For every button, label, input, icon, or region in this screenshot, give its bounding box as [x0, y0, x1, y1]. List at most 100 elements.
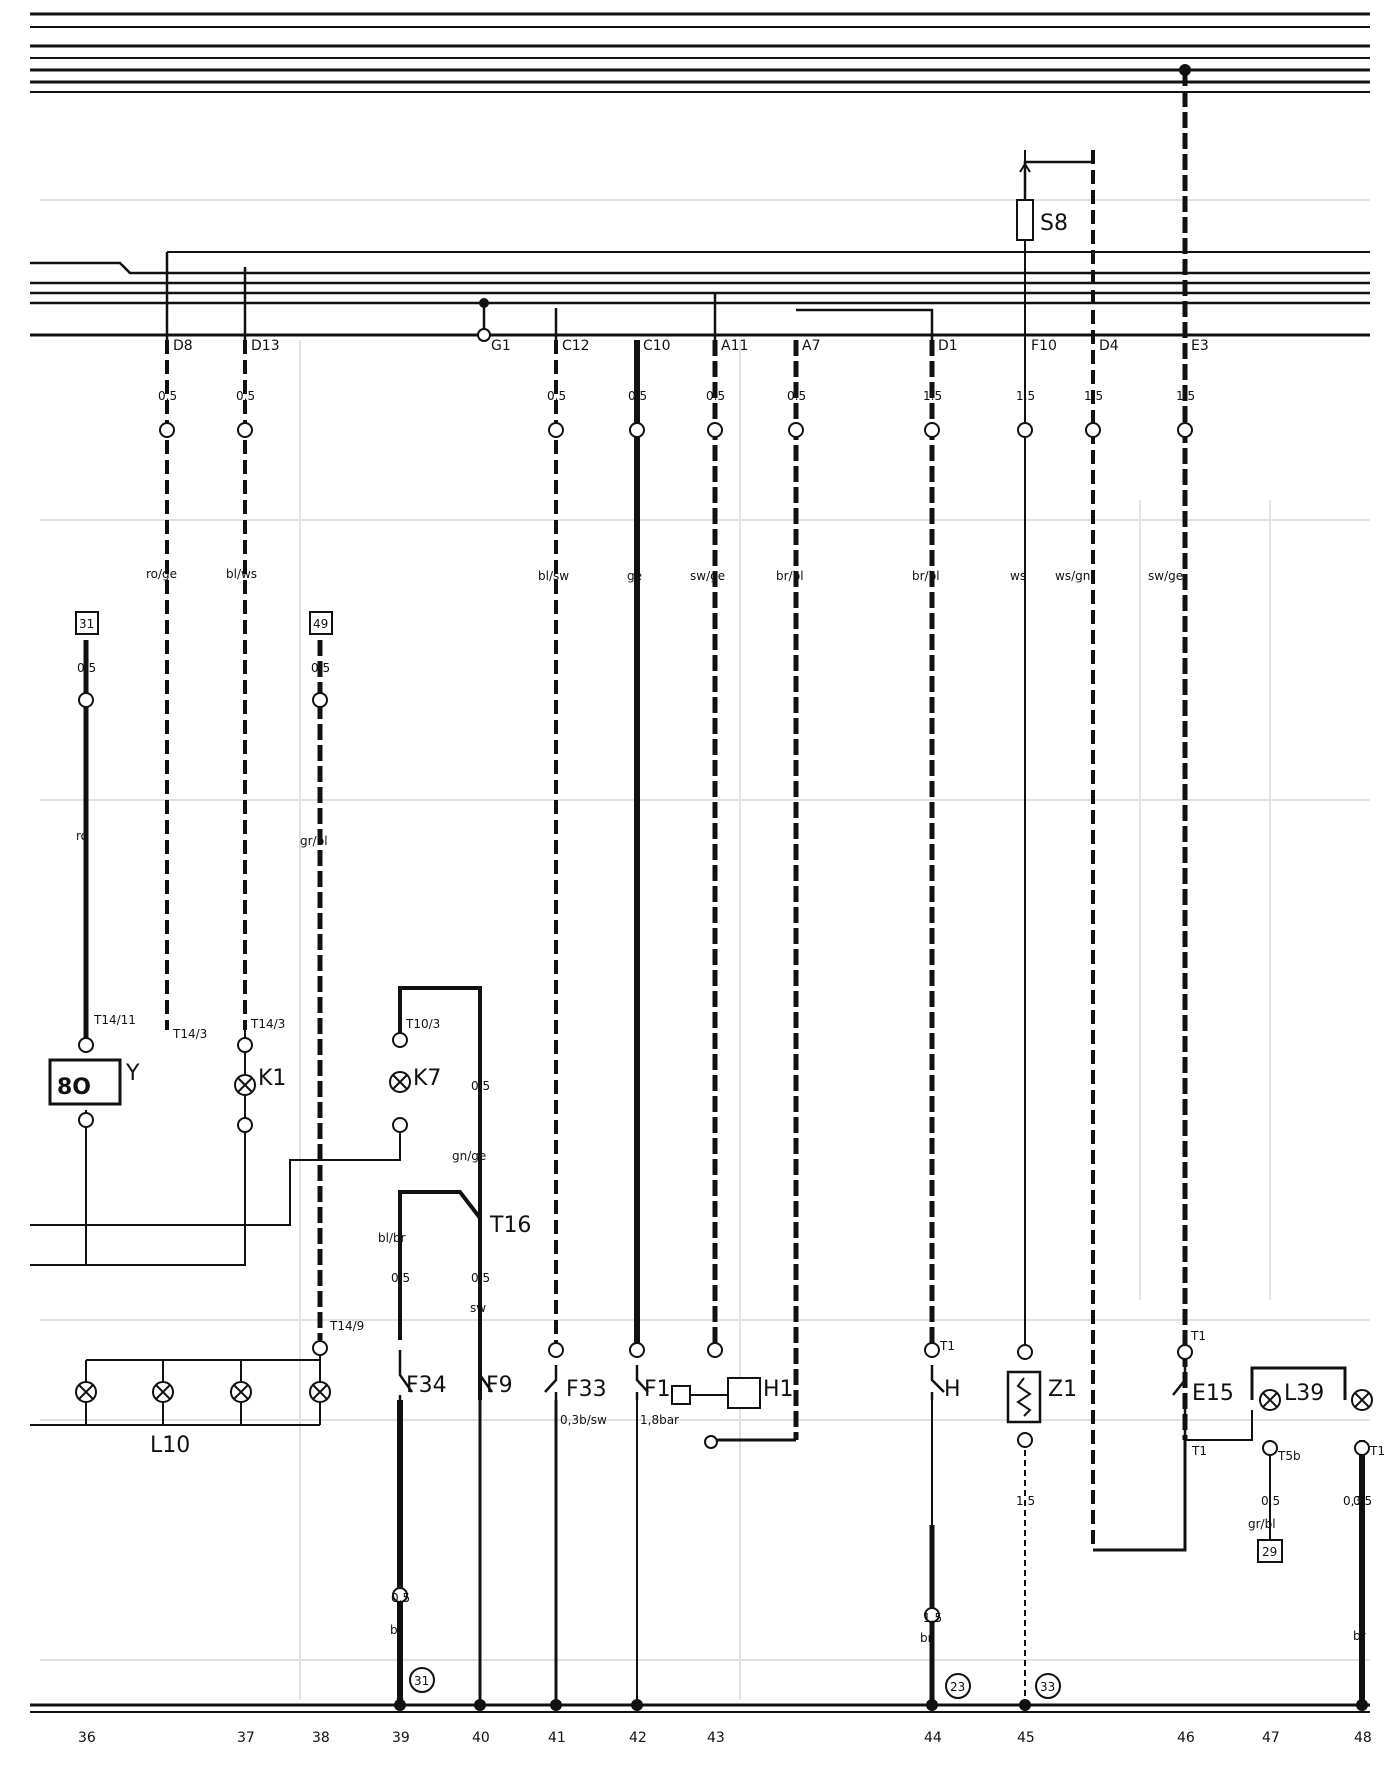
ground-ref-label: 31 [414, 1674, 429, 1688]
wire-color-label: br/bl [912, 569, 940, 583]
component-label: E15 [1192, 1381, 1234, 1406]
wire-color-label: gr/bl [1248, 1517, 1276, 1531]
horn-h1-icon [671, 1377, 761, 1409]
component-label: K7 [413, 1066, 441, 1091]
lamp-symbols [75, 1071, 1373, 1425]
box-label: 49 [313, 617, 328, 631]
wire-color-label: br/bl [776, 569, 804, 583]
wire-color-label: ws [1010, 569, 1026, 583]
terminal-label: D8 [173, 338, 193, 354]
pin-label: T1 [939, 1339, 955, 1353]
cross-section-label: 0.5 [391, 1591, 410, 1605]
cross-section-label: 0.5 [471, 1079, 490, 1093]
component-label: H1 [763, 1377, 794, 1402]
component-label: L10 [150, 1433, 190, 1458]
cross-section-label: 0.5 [1261, 1494, 1280, 1508]
pin-label: T14/9 [329, 1319, 364, 1333]
pin-label: T1 [1190, 1329, 1206, 1343]
terminal-label: D1 [938, 338, 958, 354]
pin-label: T1 [1369, 1444, 1385, 1458]
ground-ref-label: 33 [1040, 1680, 1055, 1694]
cross-section-label: 1.5 [1084, 389, 1103, 403]
column-number: 40 [472, 1730, 490, 1746]
column-number: 37 [237, 1730, 255, 1746]
wire-color-label: ws/gn [1055, 569, 1090, 583]
cross-section-label: 1.5 [1016, 389, 1035, 403]
lamp-k7-icon [389, 1071, 411, 1093]
ground-ref-label: 23 [950, 1680, 965, 1694]
wire-color-label: bl/br [378, 1231, 406, 1245]
cross-section-label: 0.5 [628, 389, 647, 403]
wire-color-label: ge [627, 569, 642, 583]
ghost-lines [40, 199, 1370, 1700]
wire-color-label: br [1353, 1629, 1366, 1643]
box-label: 29 [1262, 1545, 1277, 1559]
heater-z1-icon [1006, 1370, 1042, 1424]
cross-section-label: 0.5 [391, 1271, 410, 1285]
component-label: K1 [258, 1066, 286, 1091]
wire-color-label: bl/ws [226, 567, 257, 581]
note-label: 1,8bar [640, 1413, 679, 1427]
cross-section-label: 1.5 [923, 1611, 942, 1625]
fuse-s8-icon [1016, 150, 1034, 241]
cross-section-label: 0.5 [236, 389, 255, 403]
component-label: H [944, 1377, 961, 1402]
cross-section-label: 0.5 [706, 389, 725, 403]
harness-bus [30, 150, 1370, 340]
lamp-k1-icon [234, 1074, 256, 1096]
cross-section-label: 0.5 [311, 661, 330, 675]
cross-section-label: 0.5 [1353, 1494, 1372, 1508]
top-bus-lines [30, 12, 1370, 93]
pin-label: T5b [1277, 1449, 1301, 1463]
component-label: S8 [1040, 211, 1068, 236]
pin-label: T14/11 [93, 1013, 136, 1027]
cross-section-label: 0.5 [158, 389, 177, 403]
svg-text:8O: 8O [57, 1075, 91, 1100]
lamp-l10-3-icon [230, 1381, 252, 1403]
cross-section-label: 0.5 [471, 1271, 490, 1285]
component-label: F34 [406, 1373, 447, 1398]
wire-color-label: br [920, 1631, 933, 1645]
cross-section-label: 1.5 [1016, 1494, 1035, 1508]
connector-dots [394, 64, 1368, 1711]
column-number: 48 [1354, 1730, 1372, 1746]
terminal-label: A11 [721, 338, 748, 354]
wire-color-label: ro [76, 829, 88, 843]
lamp-l10-1-icon [75, 1381, 97, 1403]
lamp-l10-2-icon [152, 1381, 174, 1403]
wire-color-label: gr/bl [300, 834, 328, 848]
wire-color-label: ro/ge [146, 567, 177, 581]
cross-section-label: 0.5 [77, 661, 96, 675]
wire-color-label: br [390, 1623, 403, 1637]
component-label: F9 [486, 1373, 513, 1398]
terminal-label: C12 [562, 338, 590, 354]
ground-circles [409, 1667, 1061, 1699]
column-number: 44 [924, 1730, 942, 1746]
connector-circles [78, 328, 1370, 1623]
terminal-label: D4 [1099, 338, 1119, 354]
pin-label: T1 [1191, 1444, 1207, 1458]
terminal-label: G1 [491, 338, 511, 354]
pin-label: T10/3 [405, 1017, 440, 1031]
pin-label: T14/3 [172, 1027, 207, 1041]
lamp-l39b-icon [1351, 1389, 1373, 1411]
column-number: 39 [392, 1730, 410, 1746]
box-label: 31 [79, 617, 94, 631]
terminal-label: F10 [1031, 338, 1057, 354]
cross-section-label: 0.5 [787, 389, 806, 403]
component-label: F1 [644, 1377, 671, 1402]
component-label: Y [125, 1061, 140, 1086]
terminal-label: C10 [643, 338, 671, 354]
column-wires [30, 70, 1370, 1713]
column-number: 43 [707, 1730, 725, 1746]
component-label: Z1 [1048, 1377, 1077, 1402]
cross-section-label: 1.5 [1176, 389, 1195, 403]
column-number: 45 [1017, 1730, 1035, 1746]
cross-section-label: 0.5 [547, 389, 566, 403]
wire-color-label: sw [470, 1301, 486, 1315]
column-number: 41 [548, 1730, 566, 1746]
component-label: L39 [1284, 1381, 1324, 1406]
terminal-label: D13 [251, 338, 280, 354]
lamp-l39-icon [1259, 1389, 1281, 1411]
